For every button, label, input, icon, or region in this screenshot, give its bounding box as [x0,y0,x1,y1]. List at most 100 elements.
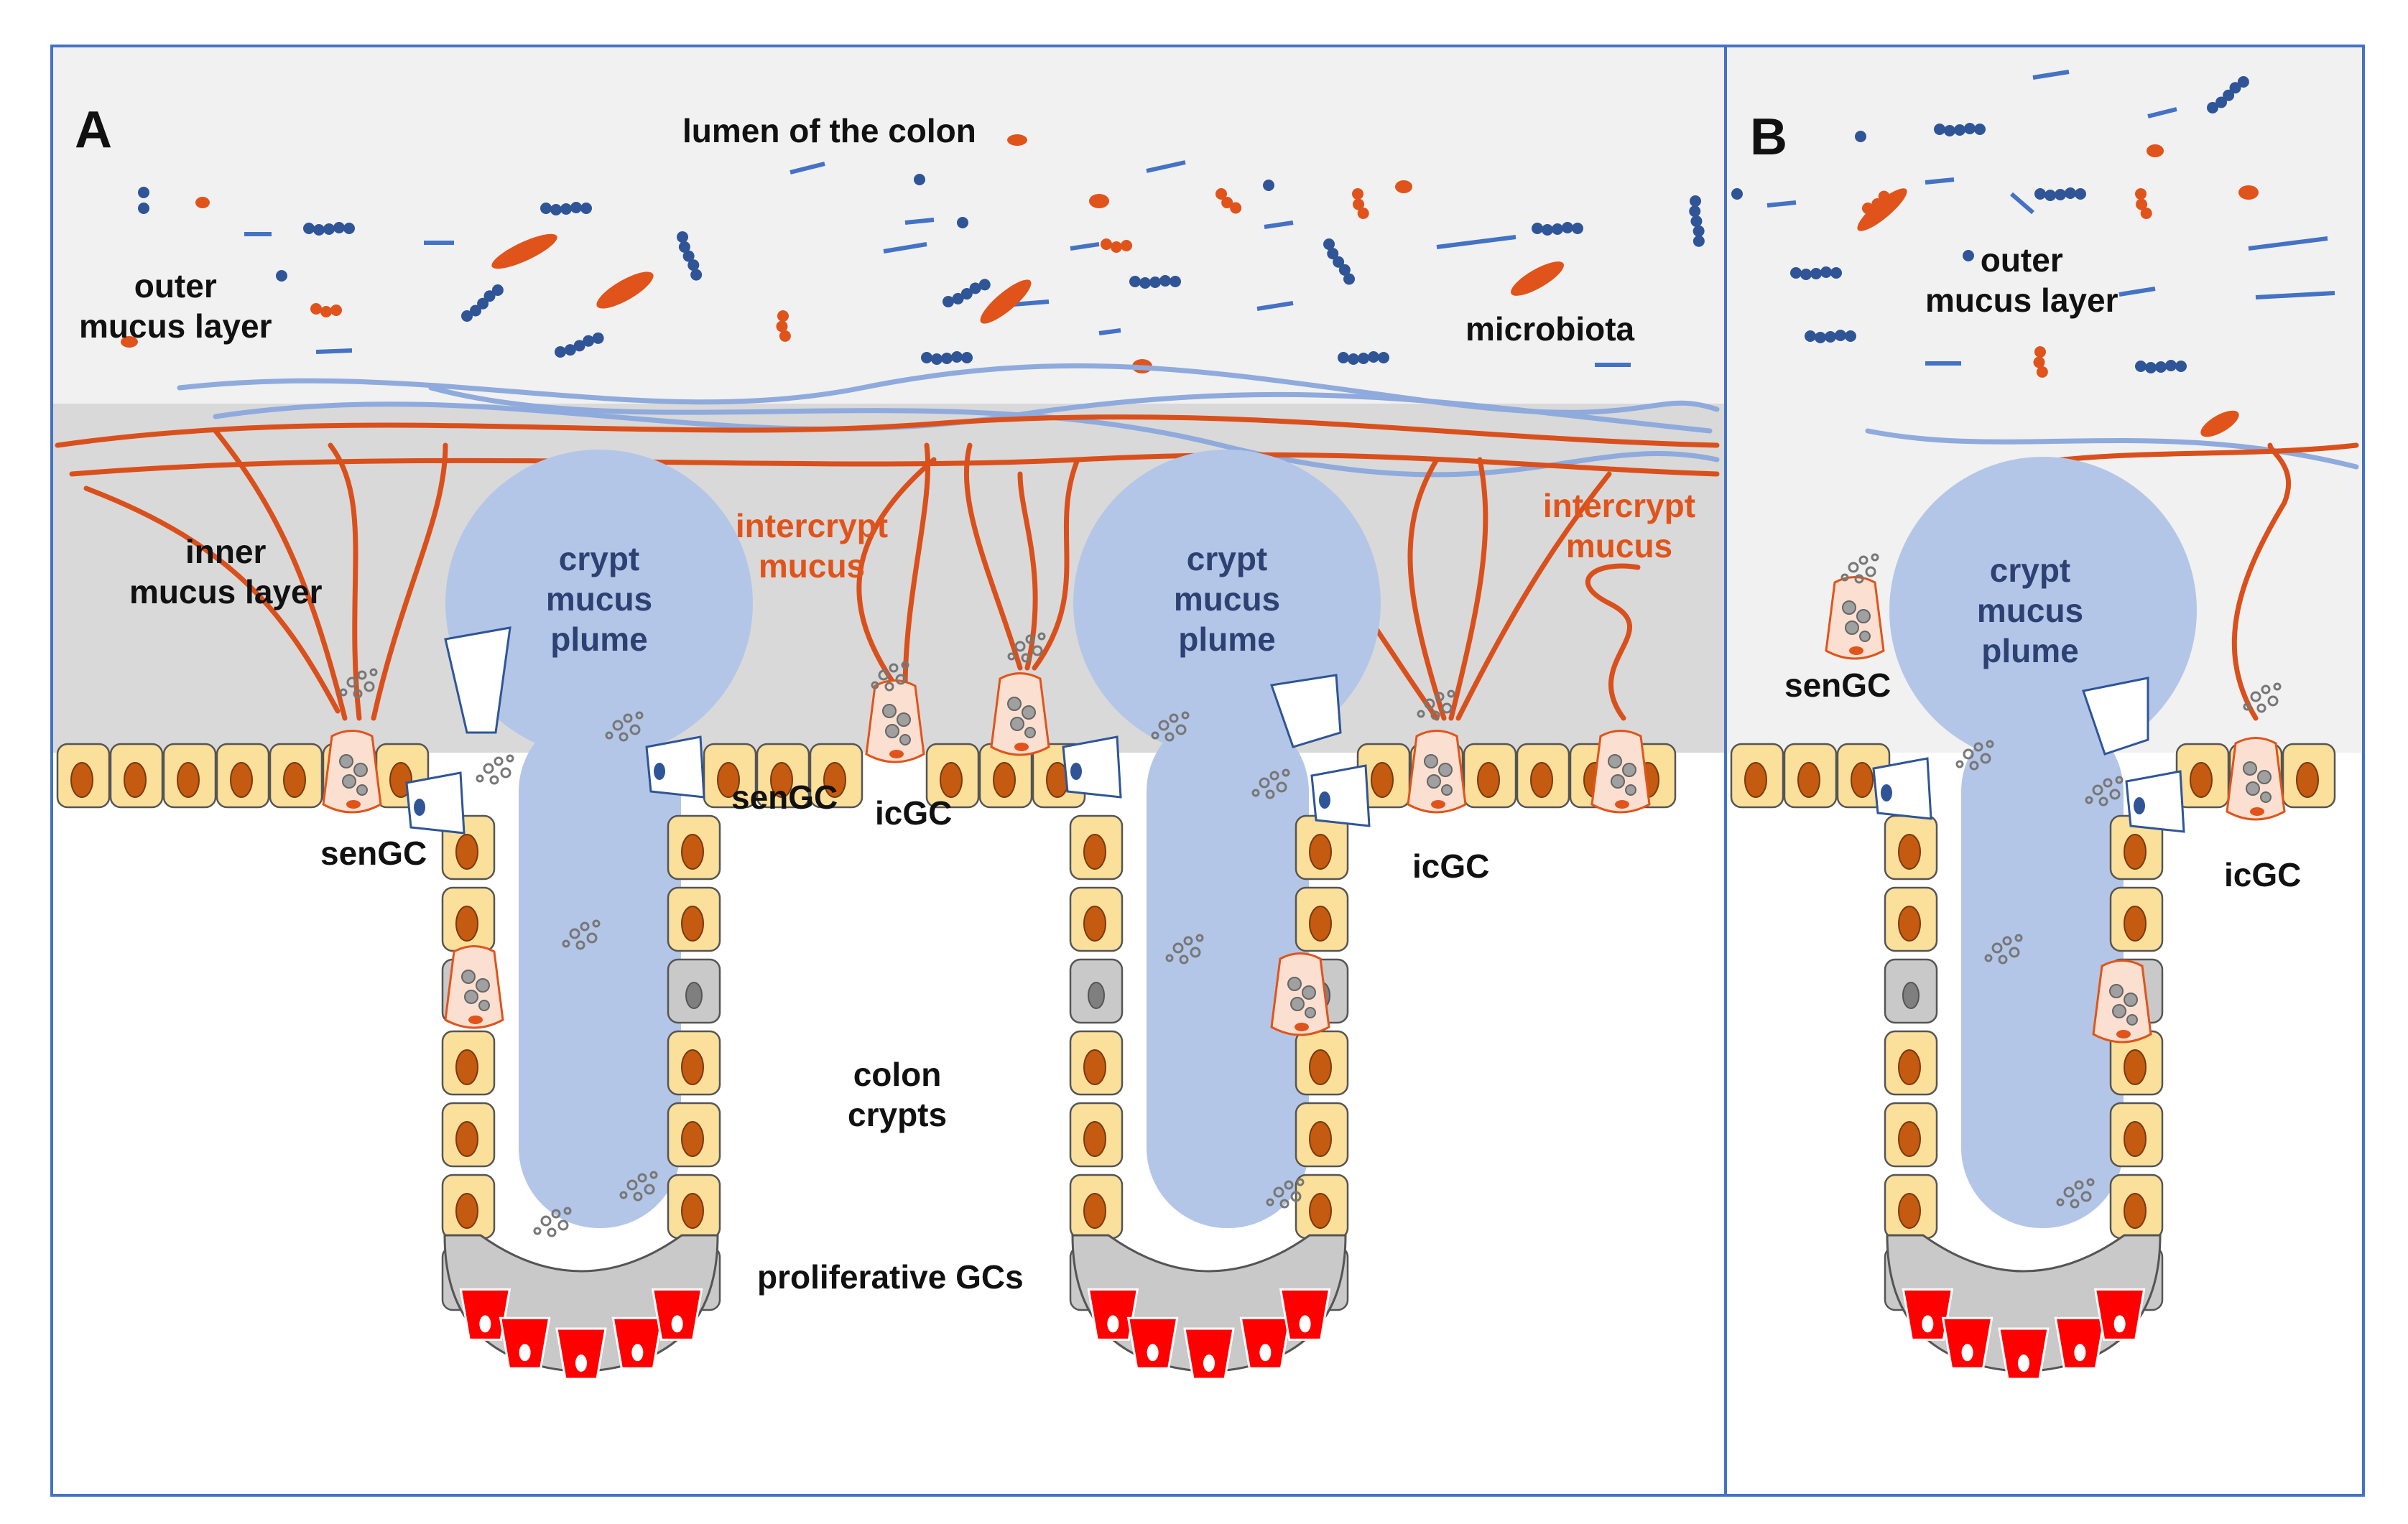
proliferative-nucleus [2018,1355,2029,1372]
crypt-cell [1069,958,1124,1024]
proliferative-cell [555,1327,607,1380]
proliferative-cell [2093,1288,2146,1341]
outer-mucus-line2: mucus layer [79,307,272,345]
crypt-cell [1295,1030,1349,1096]
crypt-cell [1884,886,1938,952]
intercrypt-mucus-label-right: intercrypt mucus [1533,485,1705,566]
crypt-cell [1884,814,1938,881]
proliferative-cell [459,1288,511,1341]
panel-a-letter: A [75,101,112,159]
proliferative-cell [1126,1316,1179,1370]
sengc-label-mid: senGC [731,779,838,816]
outer-mucus-label: outer mucus layer [79,266,272,346]
crypt-cell [667,886,721,952]
surface-cell [56,743,111,809]
surface-cell [109,743,164,809]
proliferative-zone [443,1234,2162,1380]
plume-b-line3: plume [1981,632,2079,670]
crypt-cell [667,1102,721,1168]
crypt-cell [1295,1102,1349,1168]
proliferative-cell [1239,1316,1292,1370]
crypt-cell [2109,1174,2164,1240]
outer-mucus-line1: outer [134,267,217,305]
sengc-label-left: senGC [320,835,427,872]
microbiota-b [1731,70,2335,437]
surface-cell [269,743,323,809]
proliferative-nucleus [2074,1344,2086,1362]
microbiota-a [121,134,1706,373]
proliferative-cell [1998,1327,2050,1380]
plume-right-line2: mucus [1173,580,1281,618]
crypt-plume-left [445,450,753,1228]
crypt-cell [1884,1030,1938,1096]
crypt-plume-label-b: crypt mucus plume [1965,550,2095,671]
crypt-cell [441,1174,496,1240]
intercrypt-mucus-label-left: intercrypt mucus [726,506,898,586]
surface-cell [162,743,217,809]
plume-b-line2: mucus [1976,592,2084,630]
surface-cell [1783,743,1838,809]
crypt-cell [441,886,496,952]
intercrypt-right-line1: intercrypt [1542,487,1696,524]
inner-mucus-label: inner mucus layer [129,531,322,612]
crypt-cell [1069,886,1124,952]
proliferative-cell [499,1316,551,1370]
proliferative-cell [1279,1288,1331,1341]
crypt-cell [1295,886,1349,952]
crypt-cell [1295,1174,1349,1240]
icgc-label-b: icGC [2224,856,2302,893]
proliferative-cell [2054,1316,2106,1370]
lumen-label: lumen of the colon [682,112,976,149]
goblet-cells [322,576,2286,1044]
surface-cell [2175,743,2230,809]
crypt-cell [667,814,721,881]
crypt-cell [2109,886,2164,952]
proliferative-nucleus [1259,1344,1272,1362]
crypt-cell [1295,814,1349,881]
proliferative-nucleus [1922,1315,1934,1333]
proliferative-nucleus [1107,1315,1119,1333]
colon-crypts-label: colon crypts [848,1054,947,1135]
icgc-label-mid: icGC [875,794,953,832]
outer-mucus-b-line1: outer [1980,241,2063,279]
plume-b-line1: crypt [1989,552,2071,589]
outer-mucus-b-line2: mucus layer [1925,282,2118,320]
crypt-cell [441,1102,496,1168]
colon-crypts-line1: colon [853,1056,942,1093]
icgc-label-right: icGC [1412,847,1490,885]
intercrypt-left-line1: intercrypt [735,507,889,544]
proliferative-cell [651,1288,703,1341]
crypt-plume-label-right: crypt mucus plume [1162,539,1292,659]
surface-cell [2282,743,2336,809]
proliferative-nucleus [1147,1344,1159,1362]
proliferative-cell [1902,1288,1954,1341]
proliferative-cell [1941,1316,1993,1370]
proliferative-nucleus [479,1315,491,1333]
intercrypt-left-line2: mucus [758,547,866,585]
proliferative-nucleus [1203,1355,1215,1372]
crypt-cell [441,1030,496,1096]
crypt-cell [667,958,721,1024]
surface-cell [1463,743,1517,809]
crypt-cell [667,1030,721,1096]
plume-left-line2: mucus [545,580,653,618]
sengc-label-b: senGC [1784,666,1891,704]
crypt-cell [1884,1174,1938,1240]
crypt-cell [2109,1102,2164,1168]
proliferative-nucleus [671,1315,683,1333]
plume-right-line3: plume [1178,621,1276,659]
inner-mucus-line1: inner [185,533,267,570]
proliferative-nucleus [631,1344,644,1362]
outer-mucus-label-b: outer mucus layer [1925,240,2118,320]
proliferative-cell [611,1316,664,1370]
proliferative-cell [1087,1288,1139,1341]
microbiota-label: microbiota [1465,310,1635,348]
crypt-cell [1884,1102,1938,1168]
inner-mucus-line2: mucus layer [129,573,323,611]
crypt-cell [1069,1174,1124,1240]
crypt-cell [1884,958,1938,1024]
crypt-cell [1069,1102,1124,1168]
proliferative-nucleus [519,1344,531,1362]
proliferative-nucleus [1961,1344,1973,1362]
